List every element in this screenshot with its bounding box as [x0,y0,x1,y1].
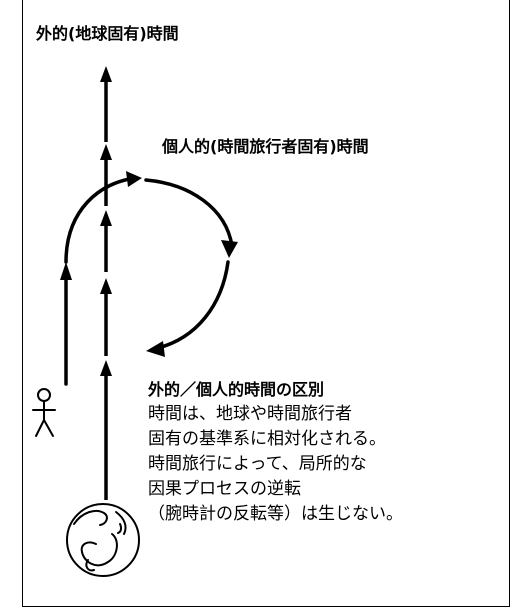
personal-time-segment [64,176,138,264]
note-line: 時間旅行によって、局所的な [148,454,367,474]
arrow-down-icon [221,240,238,258]
explanation-note: 外的／個人的時間の区別 時間は、地球や時間旅行者 固有の基準系に相対化される。 … [148,377,403,527]
earth-globe-icon [66,503,140,577]
arrow-up-icon [100,360,112,376]
figure-frame [22,0,510,607]
time-traveller-figure-icon [32,388,56,437]
personal-time-arrowheads [60,171,238,357]
arrow-up-icon [100,278,112,294]
arrow-up-icon [100,210,112,226]
outer-time-arrowheads [100,66,112,376]
note-line: （腕時計の反転等）は生じない。 [148,504,403,524]
outer-time-label: 外的(地球固有)時間 [36,24,179,43]
note-heading: 外的／個人的時間の区別 [148,380,325,399]
personal-time-segment [144,178,234,248]
note-line: 因果プロセスの逆転 [148,479,301,499]
personal-time-line [64,176,234,386]
arrow-left-icon [146,341,165,357]
arrow-up-icon [60,262,72,280]
arrow-right-icon [126,171,142,187]
personal-time-label: 個人的(時間旅行者固有)時間 [162,137,369,156]
arrow-up-icon [100,144,112,160]
personal-time-segment [156,260,230,350]
arrow-up-icon [100,66,112,82]
note-line: 時間は、地球や時間旅行者 [148,404,352,424]
note-line: 固有の基準系に相対化される。 [148,429,386,449]
